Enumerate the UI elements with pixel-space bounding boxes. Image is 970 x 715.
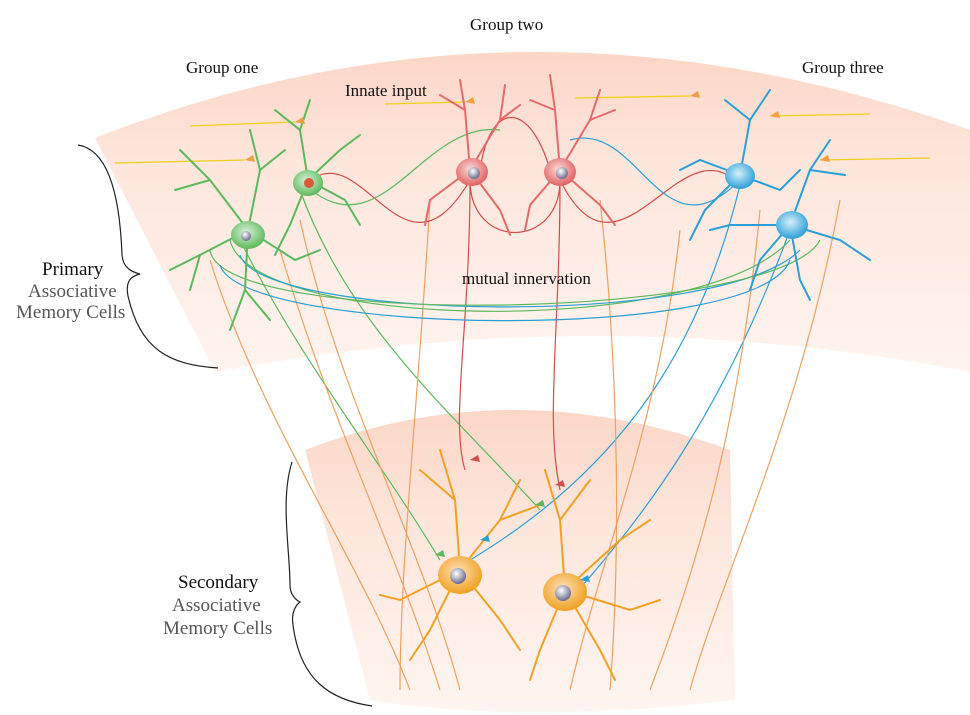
nucleus (468, 167, 480, 179)
group-three-label: Group three (802, 59, 884, 76)
innate-input-label: Innate input (345, 82, 427, 99)
nucleus (241, 231, 251, 241)
secondary-associative-label: Associative (172, 596, 261, 615)
nucleus (556, 167, 568, 179)
secondary-label: Secondary (178, 573, 258, 592)
primary-associative-label: Associative (28, 282, 117, 301)
soma (725, 163, 755, 189)
nucleus (304, 178, 314, 188)
group-two-label: Group two (470, 16, 543, 33)
primary-memory-cells-label: Memory Cells (16, 303, 125, 322)
group-one-label: Group one (186, 59, 258, 76)
soma (776, 211, 808, 239)
primary-label: Primary (42, 260, 103, 279)
mutual-innervation-label: mutual innervation (462, 270, 591, 287)
secondary-memory-cells-label: Memory Cells (163, 619, 272, 638)
nucleus (555, 585, 571, 601)
secondary-layer-band (305, 410, 735, 713)
nucleus (450, 568, 466, 584)
